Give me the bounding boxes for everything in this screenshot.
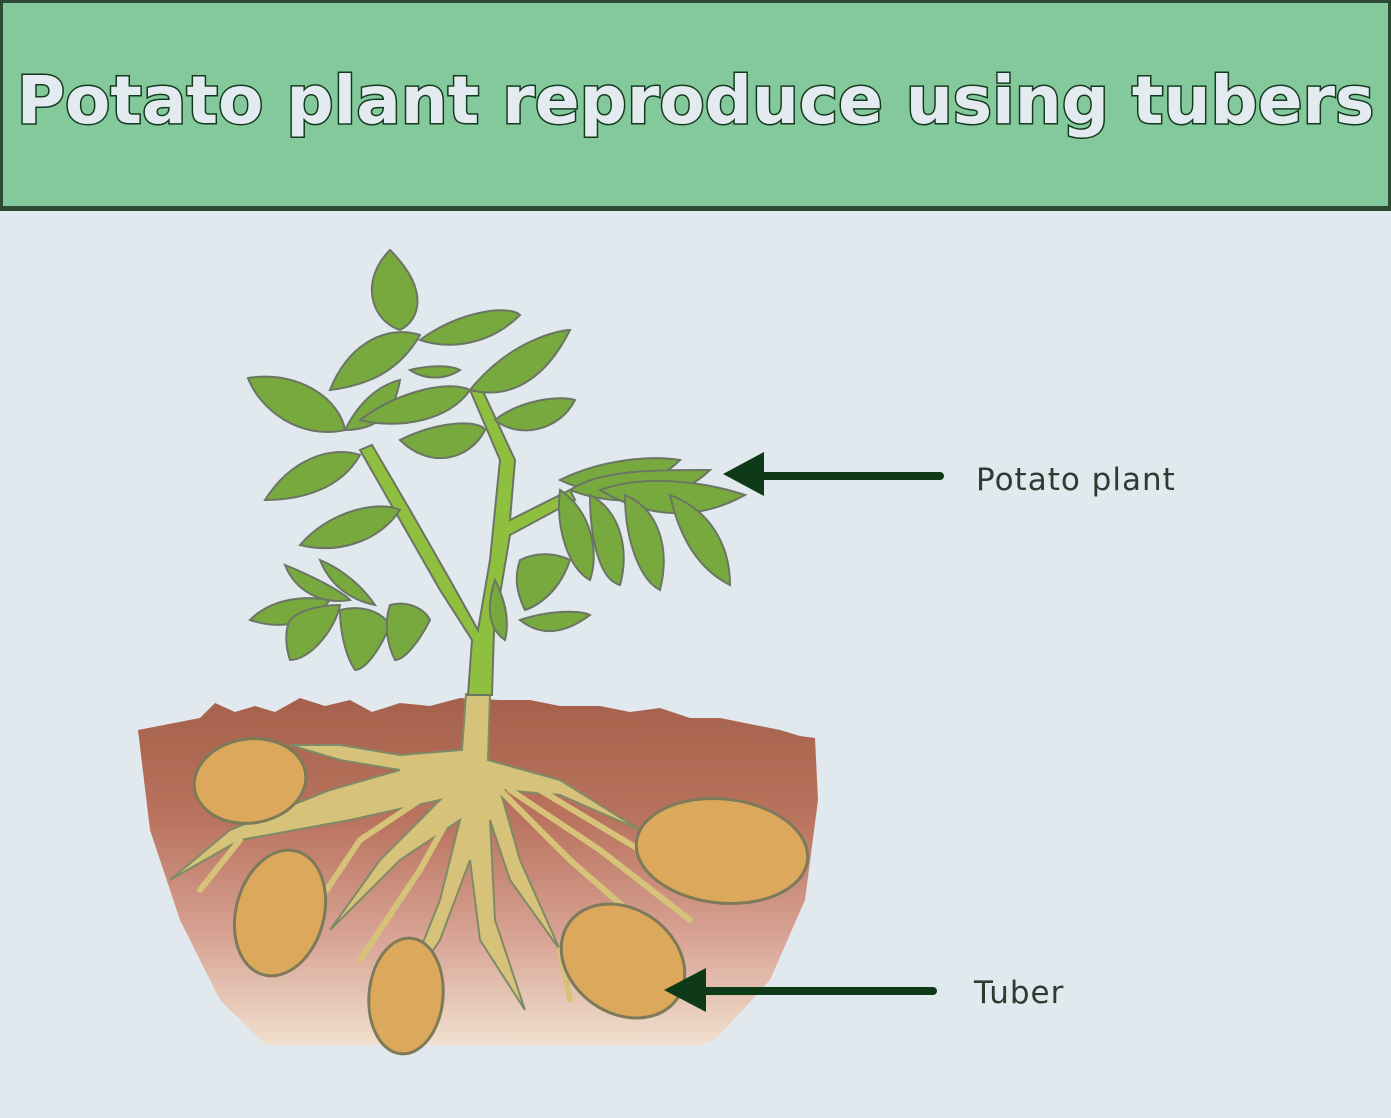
title-banner: Potato plant reproduce using tubers — [0, 0, 1391, 211]
leaf — [398, 422, 487, 459]
leaf — [588, 493, 625, 587]
leaf — [668, 493, 732, 587]
leaf — [385, 602, 432, 662]
leaf — [417, 309, 522, 346]
leaves — [246, 248, 748, 672]
leaf — [343, 378, 402, 432]
leaf — [468, 328, 572, 394]
leaf — [328, 331, 422, 392]
leaf — [318, 558, 378, 607]
leaf — [493, 397, 577, 432]
leaf — [488, 577, 508, 642]
page-title: Potato plant reproduce using tubers — [15, 61, 1376, 141]
arrow-head-icon — [664, 968, 706, 1012]
plant-stem — [358, 383, 577, 696]
leaf — [338, 607, 392, 672]
leaf — [371, 248, 419, 332]
leaf — [517, 610, 592, 633]
tuber — [192, 737, 308, 825]
leaf — [298, 505, 402, 550]
tuber — [367, 936, 445, 1056]
arrow-to-tuber — [664, 968, 937, 1012]
arrow-to-plant — [723, 452, 944, 496]
leaf — [285, 603, 342, 662]
leaf — [283, 563, 353, 602]
tuber — [559, 902, 687, 1020]
arrow-head-icon — [723, 452, 764, 496]
leaf — [246, 375, 347, 433]
leaf — [263, 451, 362, 502]
potato-plant-illustration — [138, 248, 944, 1056]
leaf — [515, 553, 572, 612]
tubers — [192, 737, 810, 1056]
leaf — [407, 365, 462, 379]
leaf — [623, 493, 665, 592]
leaf — [357, 385, 472, 425]
main-root-stem — [169, 693, 641, 1011]
label-tuber: Tuber — [974, 975, 1065, 1011]
label-potato-plant: Potato plant — [976, 462, 1176, 498]
tuber — [634, 797, 810, 905]
tuber — [232, 848, 328, 978]
leaf — [558, 488, 595, 582]
